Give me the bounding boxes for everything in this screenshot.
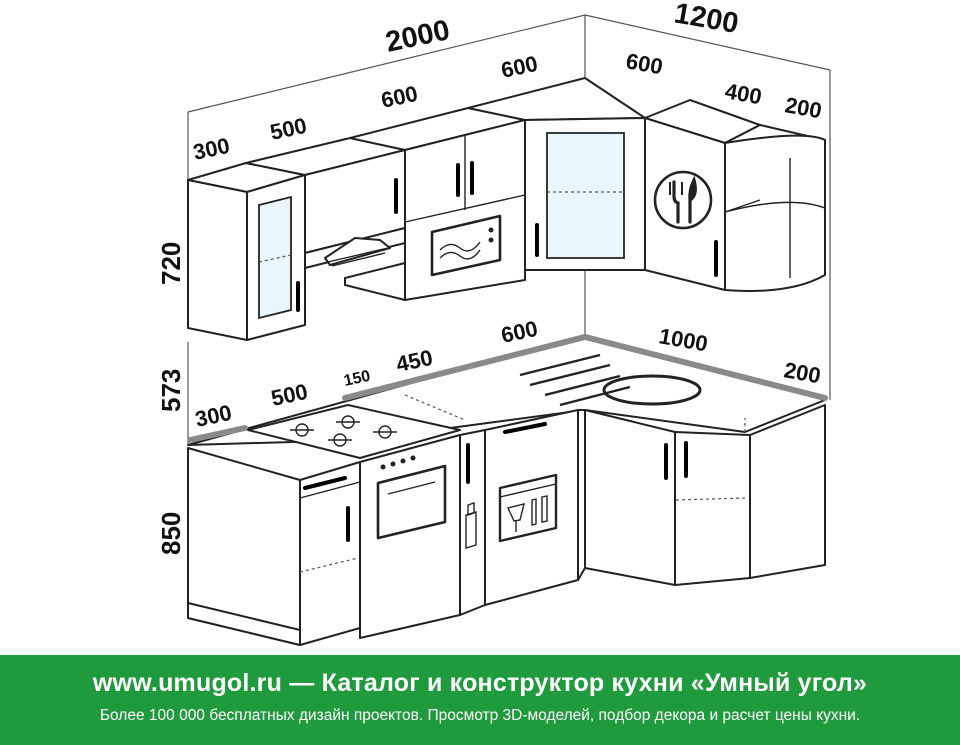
dim-upper-500: 500 xyxy=(268,113,309,145)
dim-lower-150: 150 xyxy=(342,368,372,390)
base-cabinet-200 xyxy=(749,404,826,579)
kitchen-drawing: 2000 1200 300 500 600 600 600 400 200 30… xyxy=(156,0,831,646)
hood-grill-icon xyxy=(327,247,389,267)
upper-hood-cabinet-500 xyxy=(245,137,406,301)
stove-oven xyxy=(359,434,461,639)
dim-height-850: 850 xyxy=(156,512,186,555)
countertop xyxy=(187,333,828,459)
upper-microwave-cabinet-600 xyxy=(349,107,526,301)
dim-lower-1000: 1000 xyxy=(657,323,710,356)
dim-upper-600b: 600 xyxy=(499,51,540,83)
dim-lower-500: 500 xyxy=(269,379,310,411)
dim-lower-450: 450 xyxy=(394,345,435,377)
base-sink-cabinet-1000 xyxy=(577,409,751,586)
dim-upper-600a: 600 xyxy=(379,81,420,113)
promo-banner[interactable]: www.umugol.ru — Каталог и конструктор ку… xyxy=(0,655,960,745)
banner-subtitle: Более 100 000 бесплатных дизайн проектов… xyxy=(99,707,861,724)
dishwasher-icon xyxy=(498,473,558,543)
base-drawer-cabinet-500 xyxy=(299,461,361,646)
base-cabinet-300 xyxy=(187,447,301,646)
dim-total-left: 2000 xyxy=(383,14,453,59)
dim-upper-200: 200 xyxy=(783,92,824,123)
upper-corner-glass-600 xyxy=(467,77,646,271)
base-narrow-150 xyxy=(459,429,486,616)
dishwasher-450 xyxy=(484,409,579,606)
wall-lines xyxy=(187,14,831,445)
banner-title[interactable]: www.umugol.ru — Каталог и конструктор ку… xyxy=(92,669,868,697)
upper-open-shelf-200 xyxy=(724,124,826,292)
dim-total-right: 1200 xyxy=(672,0,741,40)
dim-upper-600c: 600 xyxy=(624,48,665,79)
dim-lower-300: 300 xyxy=(193,400,234,432)
fork-knife-icon xyxy=(653,170,713,230)
microwave-icon xyxy=(430,214,502,277)
hob-burners-icon xyxy=(247,404,461,459)
sink-icon xyxy=(519,353,702,407)
dim-lower-600: 600 xyxy=(499,316,540,348)
dim-height-720: 720 xyxy=(156,242,186,285)
dim-upper-300: 300 xyxy=(191,133,232,165)
corner-glass-door-icon xyxy=(546,132,625,259)
dim-height-573: 573 xyxy=(156,369,186,412)
dim-upper-400: 400 xyxy=(723,78,764,109)
glass-door-icon xyxy=(258,195,292,320)
dim-lower-200: 200 xyxy=(782,357,823,388)
upper-cabinet-glass-300 xyxy=(187,162,306,341)
upper-cabinet-400 xyxy=(644,99,761,291)
